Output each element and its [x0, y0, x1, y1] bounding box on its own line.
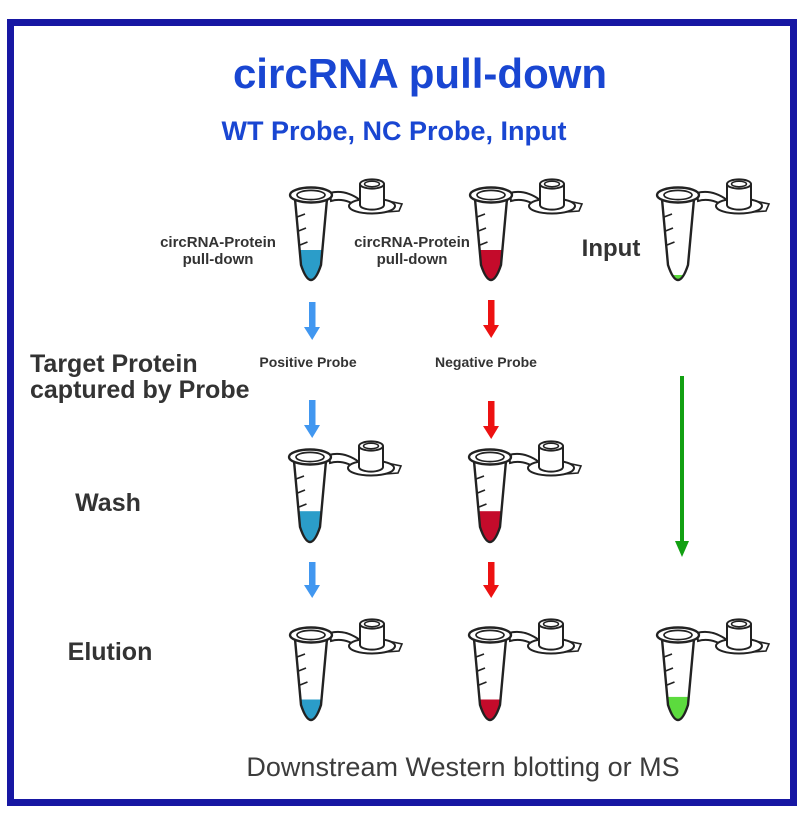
nc-elution-tube — [464, 615, 584, 740]
input-elution-tube — [652, 615, 772, 740]
negative-probe-label: Negative Probe — [435, 354, 537, 370]
nc-pulldown-tube — [465, 175, 585, 300]
elution-step-label: Elution — [67, 638, 153, 666]
wt-step-arrow-3-icon — [303, 562, 321, 603]
input-bypass-arrow-icon — [673, 376, 691, 562]
wt-step-arrow-2-icon — [303, 400, 321, 443]
wt-step-arrow-1-icon — [303, 302, 321, 345]
wt-pulldown-label: circRNA-Protein pull-down — [160, 234, 276, 268]
wash-step-label: Wash — [75, 489, 141, 517]
nc-wash-tube — [464, 437, 584, 562]
page-title: circRNA pull-down — [232, 50, 608, 97]
downstream-analysis-label: Downstream Western blotting or MS — [246, 752, 680, 782]
wt-wash-tube — [284, 437, 404, 562]
nc-step-arrow-2-icon — [482, 401, 500, 444]
target-protein-label: Target Protein captured by Probe — [30, 350, 250, 405]
wt-elution-tube — [285, 615, 405, 740]
nc-step-arrow-1-icon — [482, 300, 500, 343]
input-label: Input — [581, 235, 641, 262]
input-tube — [652, 175, 772, 300]
positive-probe-label: Positive Probe — [259, 354, 357, 370]
wt-pulldown-tube — [285, 175, 405, 300]
nc-pulldown-label: circRNA-Protein pull-down — [354, 234, 470, 268]
page-subtitle: WT Probe, NC Probe, Input — [221, 116, 567, 146]
nc-step-arrow-3-icon — [482, 562, 500, 603]
